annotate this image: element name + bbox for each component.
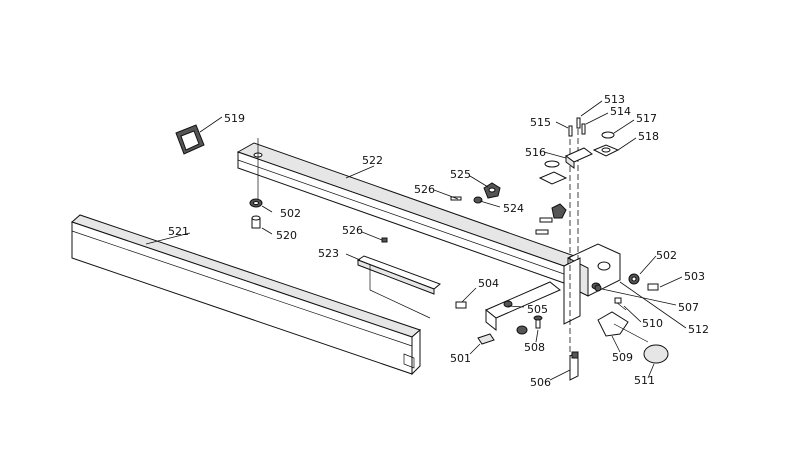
callout-518: 518 — [638, 130, 659, 143]
part-502-washer-right — [628, 273, 640, 285]
callout-517: 517 — [636, 112, 657, 125]
callout-506: 506 — [530, 376, 551, 389]
part-507-bolt — [594, 284, 602, 292]
callout-515: 515 — [530, 116, 551, 129]
callout-508: 508 — [524, 341, 545, 354]
part-512-head-assembly — [563, 243, 621, 325]
part-506-clip — [569, 351, 579, 381]
part-525-knob — [483, 182, 501, 199]
callout-510: 510 — [642, 317, 663, 330]
part-501-pad — [477, 333, 495, 345]
callout-511: 511 — [634, 374, 655, 387]
part-knob-mid — [535, 203, 567, 235]
callout-504: 504 — [478, 277, 499, 290]
part-523-slider-bar — [356, 255, 441, 295]
part-520-spacer — [251, 215, 261, 229]
leader-lines — [145, 100, 687, 381]
part-515-screw — [568, 125, 573, 137]
callout-509: 509 — [612, 351, 633, 364]
part-502-washer-left — [249, 198, 263, 208]
callout-526-lower: 526 — [342, 224, 363, 237]
callout-526-upper: 526 — [414, 183, 435, 196]
callout-521: 521 — [168, 225, 189, 238]
callout-524: 524 — [503, 202, 524, 215]
part-504-bracket — [485, 281, 561, 335]
callout-507: 507 — [678, 301, 699, 314]
part-503-screw — [647, 283, 659, 291]
part-524-washer — [473, 196, 483, 204]
part-505-pin — [455, 301, 467, 309]
callout-523: 523 — [318, 247, 339, 260]
callout-522: 522 — [362, 154, 383, 167]
callout-503: 503 — [684, 270, 705, 283]
part-518-plate — [592, 144, 620, 157]
callout-505: 505 — [527, 303, 548, 316]
callout-520: 520 — [276, 229, 297, 242]
callout-514: 514 — [610, 105, 631, 118]
part-508-screw — [533, 315, 543, 329]
part-526-screw-lower — [381, 237, 388, 243]
part-509-cam-lever — [597, 311, 649, 343]
part-514-screw — [581, 123, 586, 135]
callout-512: 512 — [688, 323, 709, 336]
part-516-clamp-block — [538, 147, 593, 185]
part-513-screw — [576, 117, 581, 129]
part-511-handle-knob — [643, 344, 669, 364]
callout-513: 513 — [604, 93, 625, 106]
part-521-fence-face — [71, 214, 421, 376]
callout-502-left: 502 — [280, 207, 301, 220]
part-517-cap — [601, 131, 615, 139]
callout-519: 519 — [224, 112, 245, 125]
part-510-spring — [614, 297, 627, 311]
callout-502-right: 502 — [656, 249, 677, 262]
callout-501: 501 — [450, 352, 471, 365]
callout-525: 525 — [450, 168, 471, 181]
callout-labels: 519 522 521 502 520 526 525 524 526 523 … — [168, 93, 709, 389]
callout-516: 516 — [525, 146, 546, 159]
part-519-end-cap — [175, 124, 205, 155]
